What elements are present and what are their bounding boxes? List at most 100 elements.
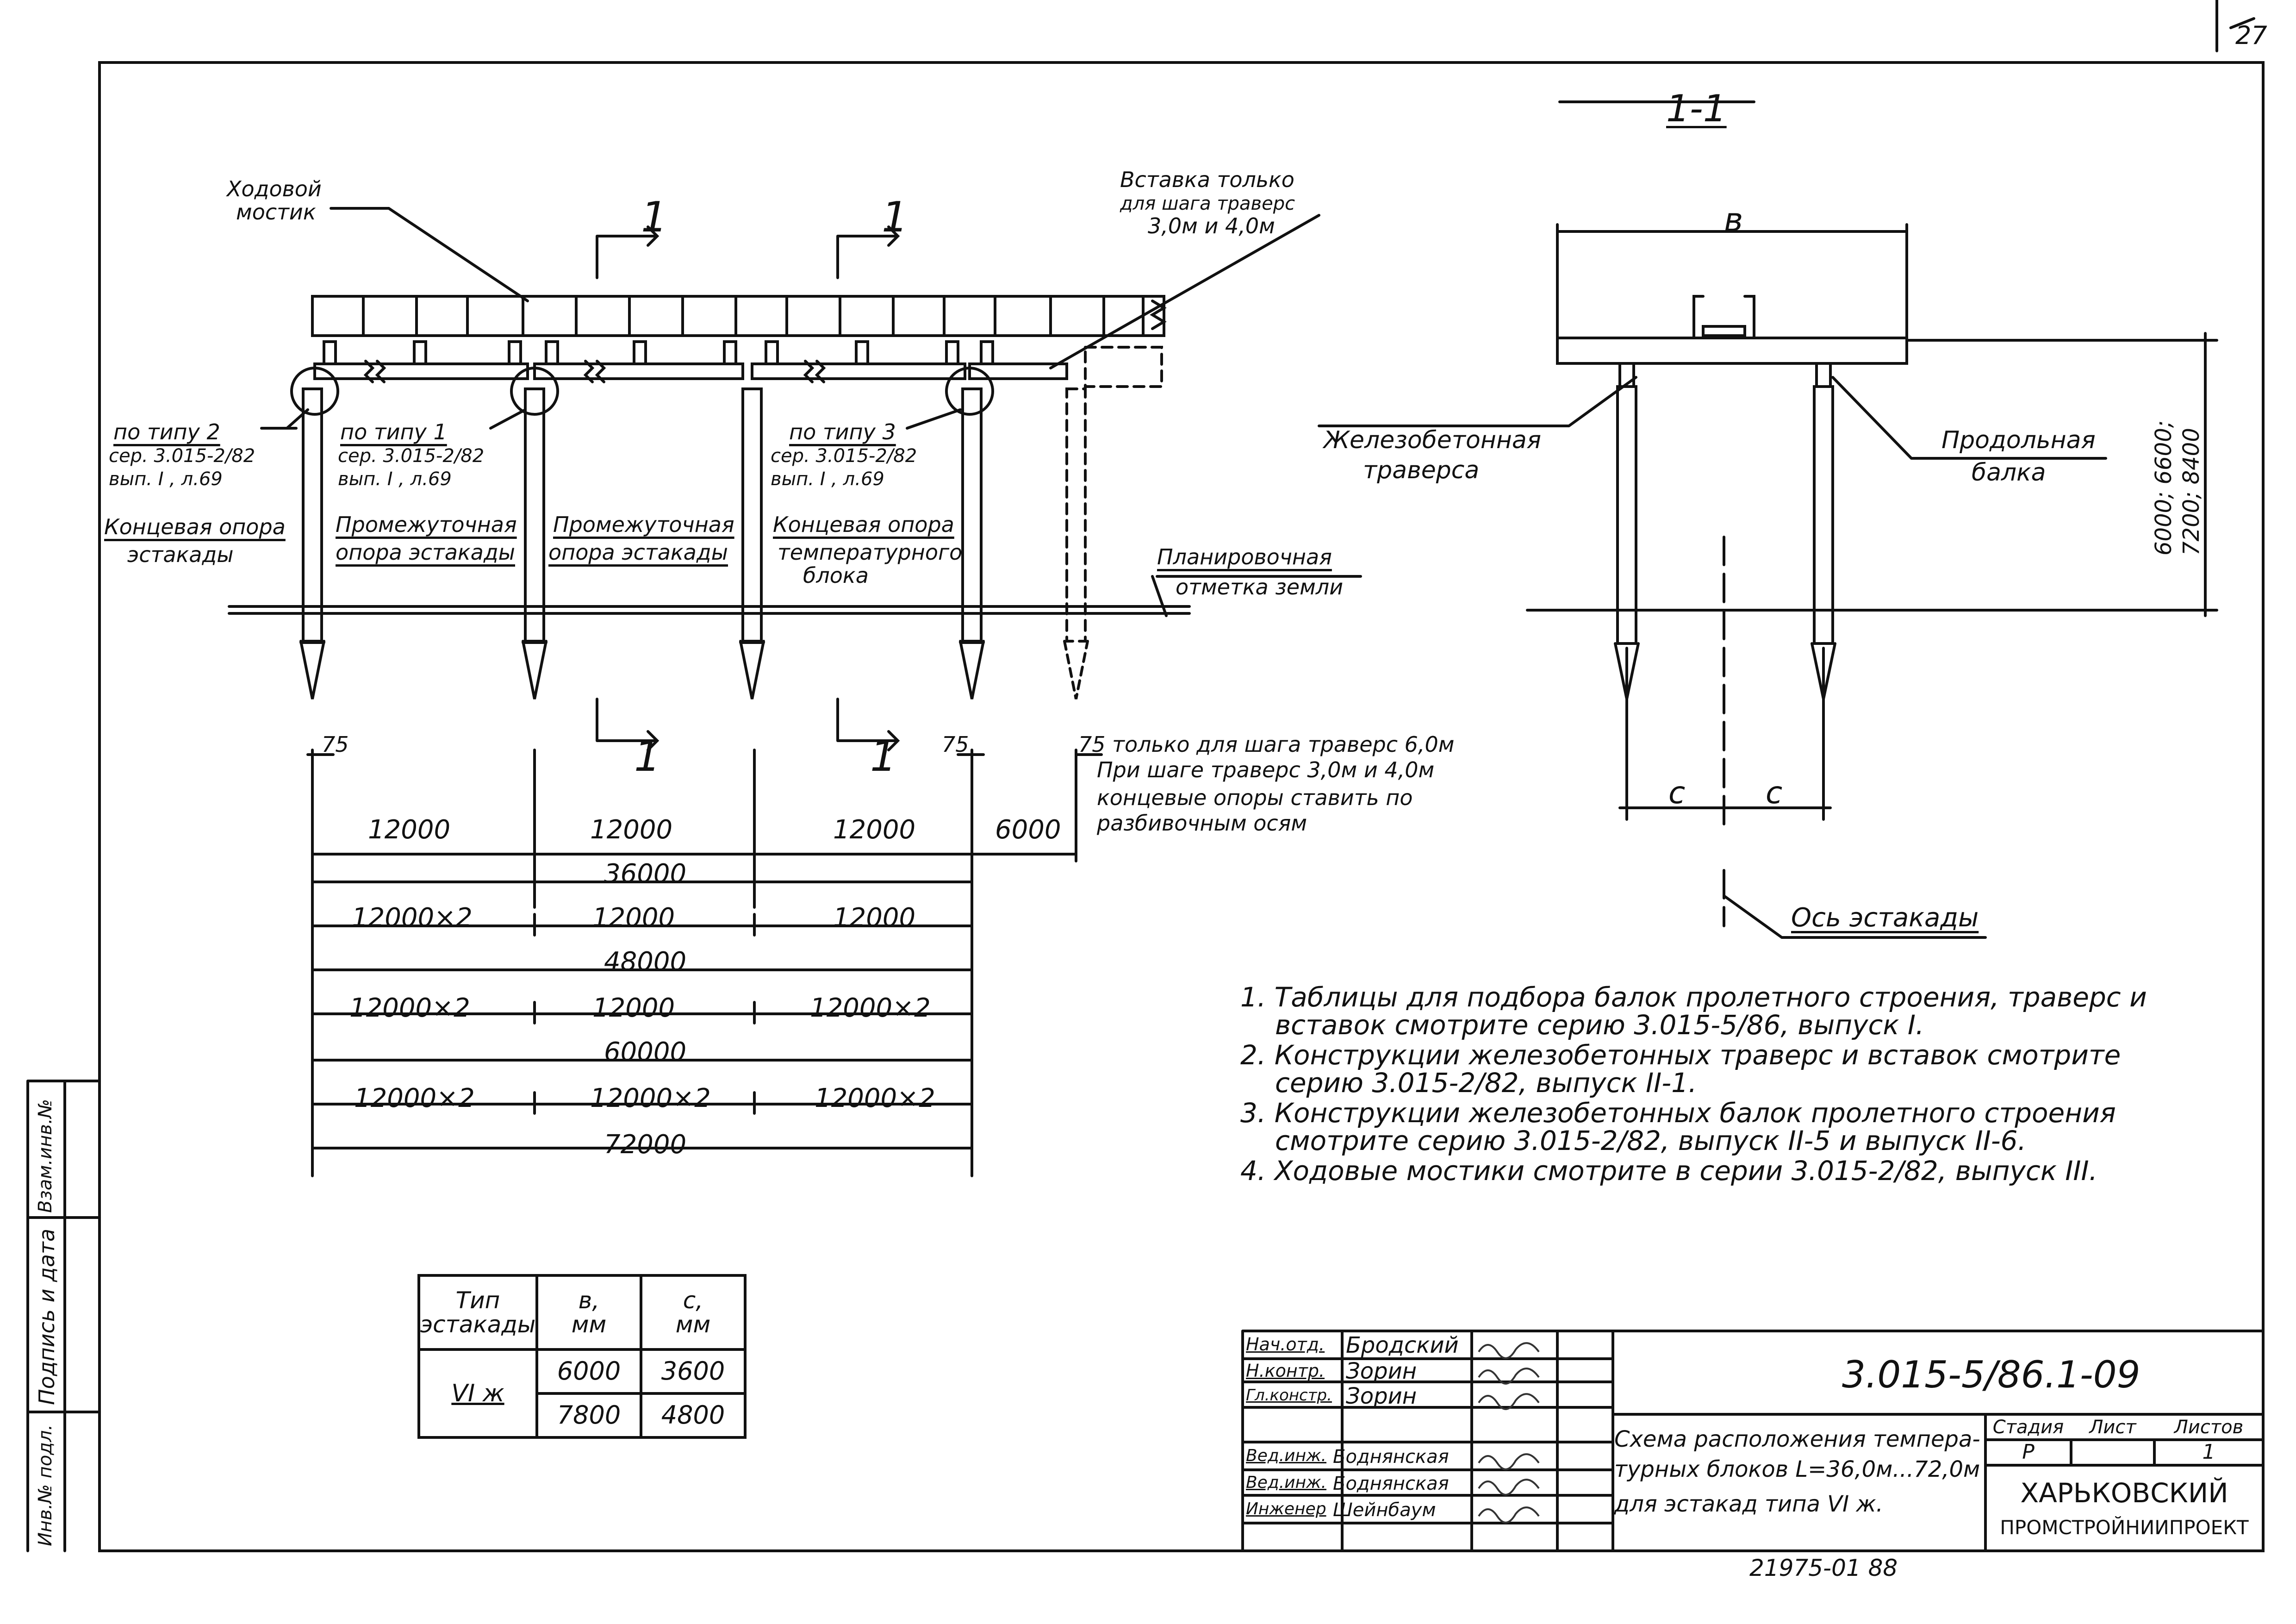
- note-3a: 3. Конструкции железобетонных балок прол…: [1240, 1097, 2116, 1129]
- tb-code: 3.015-5/86.1-09: [1842, 1353, 2140, 1396]
- tb-org-1: Харьковский: [2020, 1477, 2228, 1509]
- mid-support-1-label-2: опора эстакады: [336, 540, 515, 565]
- dim-row1-3: 12000: [833, 815, 916, 845]
- note-1b: вставок смотрите серию 3.015-5/86, выпус…: [1275, 1009, 1924, 1041]
- section-mark-number-tr: 1: [882, 193, 908, 242]
- heights-line-1: 6000; 6600;: [2151, 420, 2177, 556]
- dim-75-right: 75: [942, 732, 969, 757]
- section-bearing-right: [1815, 362, 1832, 388]
- tb-role-5: Вед.инж.: [1246, 1446, 1326, 1465]
- section-column-left: [1616, 385, 1637, 645]
- table-row1-b: 6000: [557, 1356, 621, 1386]
- dim-row3-2: 12000: [592, 993, 675, 1023]
- dim-c-right: с: [1766, 775, 1783, 811]
- support-columns: [299, 387, 1089, 700]
- tb-name-6: Боднянская: [1333, 1473, 1449, 1494]
- leader-type3: [906, 408, 962, 430]
- table-row2-b: 7800: [557, 1400, 621, 1430]
- axis-label: Ось эстакады: [1791, 903, 1979, 933]
- dim-c-left: с: [1668, 775, 1686, 811]
- rc-traverse-label-1: Железобетонная: [1324, 426, 1542, 454]
- section-mark-number-bl: 1: [634, 732, 661, 781]
- insert-label-3: 3,0м и 4,0м: [1148, 213, 1275, 238]
- table-type-cell: VI ж: [451, 1379, 504, 1407]
- section-column-right: [1813, 385, 1834, 645]
- span-beams: [313, 346, 1163, 388]
- table-row2-c: 4800: [661, 1400, 725, 1430]
- tb-title-1: Схема расположения темпера-: [1614, 1426, 1980, 1452]
- ground-label-1: Планировочная: [1157, 544, 1332, 569]
- side-stamp-3: Взам.инв.№: [35, 1099, 56, 1213]
- side-stamp-2: Подпись и дата: [34, 1228, 59, 1405]
- leader-axis: [1723, 894, 1987, 939]
- tb-role-1: Нач.отд.: [1246, 1334, 1325, 1355]
- dim-row2-2: 12000: [592, 903, 675, 933]
- insert-label-2: для шага траверс: [1120, 193, 1295, 214]
- section-mark-top-left: [596, 225, 660, 279]
- type2-label-2: сер. 3.015-2/82: [109, 445, 255, 467]
- table-header-c: с, мм: [675, 1287, 711, 1338]
- type3-label-3: вып. I , л.69: [771, 468, 884, 490]
- end-support-label-2: эстакады: [127, 542, 234, 567]
- ground-label-2: отметка земли: [1176, 575, 1344, 600]
- mid-support-1-label-1: Промежуточная: [336, 512, 517, 537]
- type2-label-1: по типу 2: [113, 419, 220, 444]
- ground-line: [228, 605, 1191, 615]
- dim-row2-1: 12000×2: [352, 903, 473, 933]
- end-support-label-1: Концевая опора: [104, 514, 286, 539]
- table-header-type: Тип эстакады: [420, 1287, 536, 1338]
- sheet-frame: [98, 61, 2265, 1552]
- section-title: 1-1: [1666, 87, 1727, 130]
- dim-row1-4: 6000: [995, 815, 1061, 845]
- type1-label-2: сер. 3.015-2/82: [338, 445, 485, 467]
- dim-b-label: в: [1724, 201, 1743, 239]
- dim-row2-3: 12000: [833, 903, 916, 933]
- tb-title-3: для эстакад типа VI ж.: [1614, 1491, 1883, 1517]
- dim-b-line: [1556, 223, 1908, 353]
- tb-sheet-label: Лист: [2089, 1416, 2136, 1438]
- rc-traverse-label-2: траверса: [1363, 456, 1480, 484]
- tb-role-7: Инженер: [1246, 1499, 1326, 1518]
- detail-circle-2: [510, 367, 559, 416]
- title-block-grid: [1241, 1330, 2265, 1552]
- page-number: 27: [2235, 21, 2267, 50]
- leader-insert: [1049, 214, 1320, 369]
- section-mark-number-tl: 1: [641, 193, 668, 242]
- step6-note-4: разбивочным осям: [1097, 811, 1307, 836]
- mid-support-2-label-1: Промежуточная: [553, 512, 734, 537]
- dim-total4: 72000: [604, 1130, 687, 1160]
- section-mark-number-br: 1: [870, 732, 897, 781]
- dim-row4-1: 12000×2: [354, 1083, 475, 1113]
- leader-ground: [1151, 575, 1362, 617]
- detail-circle-1: [290, 367, 339, 416]
- tb-role-6: Вед.инж.: [1246, 1473, 1326, 1492]
- temp-end-label-2: температурного: [778, 540, 963, 565]
- side-stamp-1: Инв.№ подл.: [35, 1424, 56, 1546]
- tb-role-3: Гл.констр.: [1246, 1386, 1332, 1405]
- tb-org-2: промстройниипроект: [2000, 1516, 2249, 1539]
- temp-end-label-1: Концевая опора: [773, 512, 954, 537]
- section-mark-bottom-right: [836, 698, 900, 751]
- table-row1-c: 3600: [661, 1356, 725, 1386]
- tb-name-5: Боднянская: [1333, 1446, 1449, 1468]
- tb-name-3: Зорин: [1346, 1383, 1417, 1409]
- note-4: 4. Ходовые мостики смотрите в серии 3.01…: [1240, 1155, 2098, 1187]
- dim-row1-1: 12000: [368, 815, 451, 845]
- tb-sheets: 1: [2202, 1440, 2215, 1464]
- walkway-grating: [311, 295, 1167, 337]
- walkway-posts: [323, 340, 994, 365]
- type3-label-2: сер. 3.015-2/82: [771, 445, 917, 467]
- section-mark-bottom-left: [596, 698, 660, 751]
- dim-row4-2: 12000×2: [590, 1083, 711, 1113]
- dim-75-left: 75: [322, 732, 349, 757]
- type1-label-3: вып. I , л.69: [338, 468, 452, 490]
- note-1a: 1. Таблицы для подбора балок пролетного …: [1240, 981, 2147, 1013]
- dim-total3: 60000: [604, 1037, 687, 1067]
- note-2a: 2. Конструкции железобетонных траверс и …: [1240, 1039, 2121, 1071]
- step6-note-3: концевые опоры ставить по: [1097, 785, 1413, 810]
- dim-row3-3: 12000×2: [810, 993, 931, 1023]
- insert-label-1: Вставка только: [1120, 167, 1294, 192]
- mid-support-2-label-2: опора эстакады: [548, 540, 728, 565]
- long-beam-label-1: Продольная: [1941, 426, 2096, 454]
